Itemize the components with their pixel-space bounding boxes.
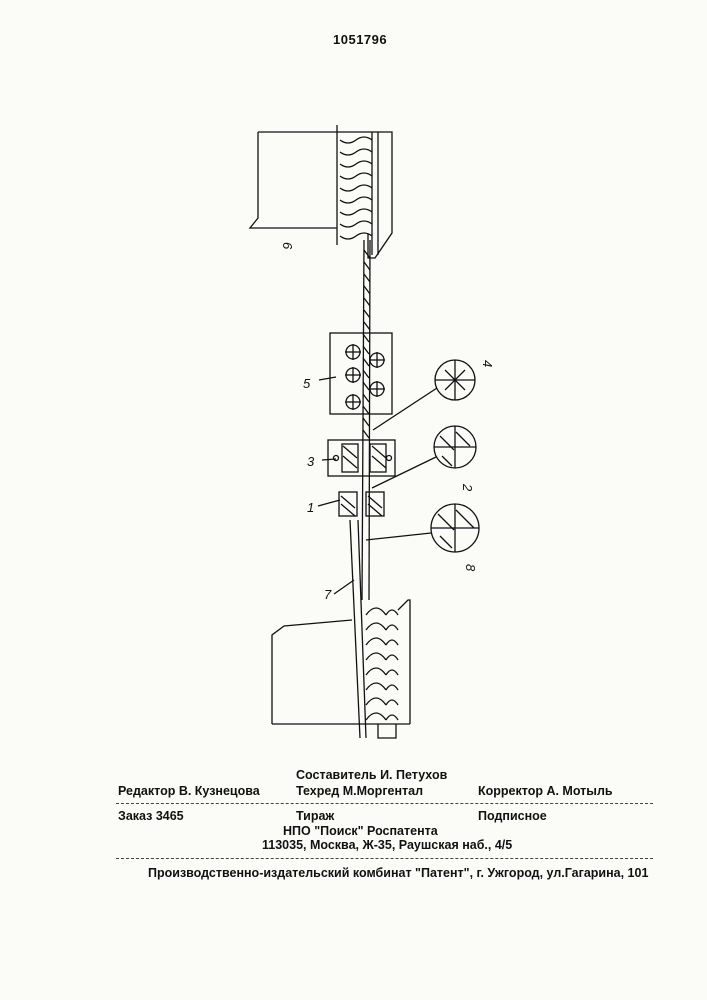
die-1 bbox=[339, 492, 384, 516]
section-4 bbox=[373, 360, 475, 430]
label-8: 8 bbox=[463, 564, 478, 572]
section-2 bbox=[372, 426, 476, 488]
divider-top bbox=[116, 803, 653, 804]
subscription: Подписное bbox=[478, 809, 547, 823]
wire-line bbox=[350, 240, 370, 738]
print-run: Тираж bbox=[296, 809, 334, 823]
label-5: 5 bbox=[303, 376, 311, 391]
compiler-credit: Составитель И. Петухов bbox=[296, 768, 447, 782]
printing-house: Производственно-издательский комбинат "П… bbox=[148, 866, 648, 880]
section-8 bbox=[366, 504, 479, 552]
label-4: 4 bbox=[480, 360, 495, 367]
lower-spool bbox=[272, 600, 410, 738]
label-1: 1 bbox=[307, 500, 314, 515]
label-3: 3 bbox=[307, 454, 315, 469]
order-number: Заказ 3465 bbox=[118, 809, 184, 823]
label-2: 2 bbox=[460, 483, 475, 492]
divider-bottom bbox=[116, 858, 653, 859]
publisher-address: 113035, Москва, Ж-35, Раушская наб., 4/5 bbox=[262, 838, 512, 852]
editor-credit: Редактор В. Кузнецова bbox=[118, 784, 260, 798]
upper-spool bbox=[250, 125, 392, 258]
die-holder bbox=[328, 440, 395, 476]
label-7: 7 bbox=[324, 587, 332, 602]
publisher-org: НПО "Поиск" Роспатента bbox=[283, 824, 438, 838]
techred-credit: Техред М.Моргентал bbox=[296, 784, 423, 798]
label-6: 6 bbox=[280, 242, 295, 250]
roller-block bbox=[330, 333, 392, 414]
corrector-credit: Корректор А. Мотыль bbox=[478, 784, 613, 798]
